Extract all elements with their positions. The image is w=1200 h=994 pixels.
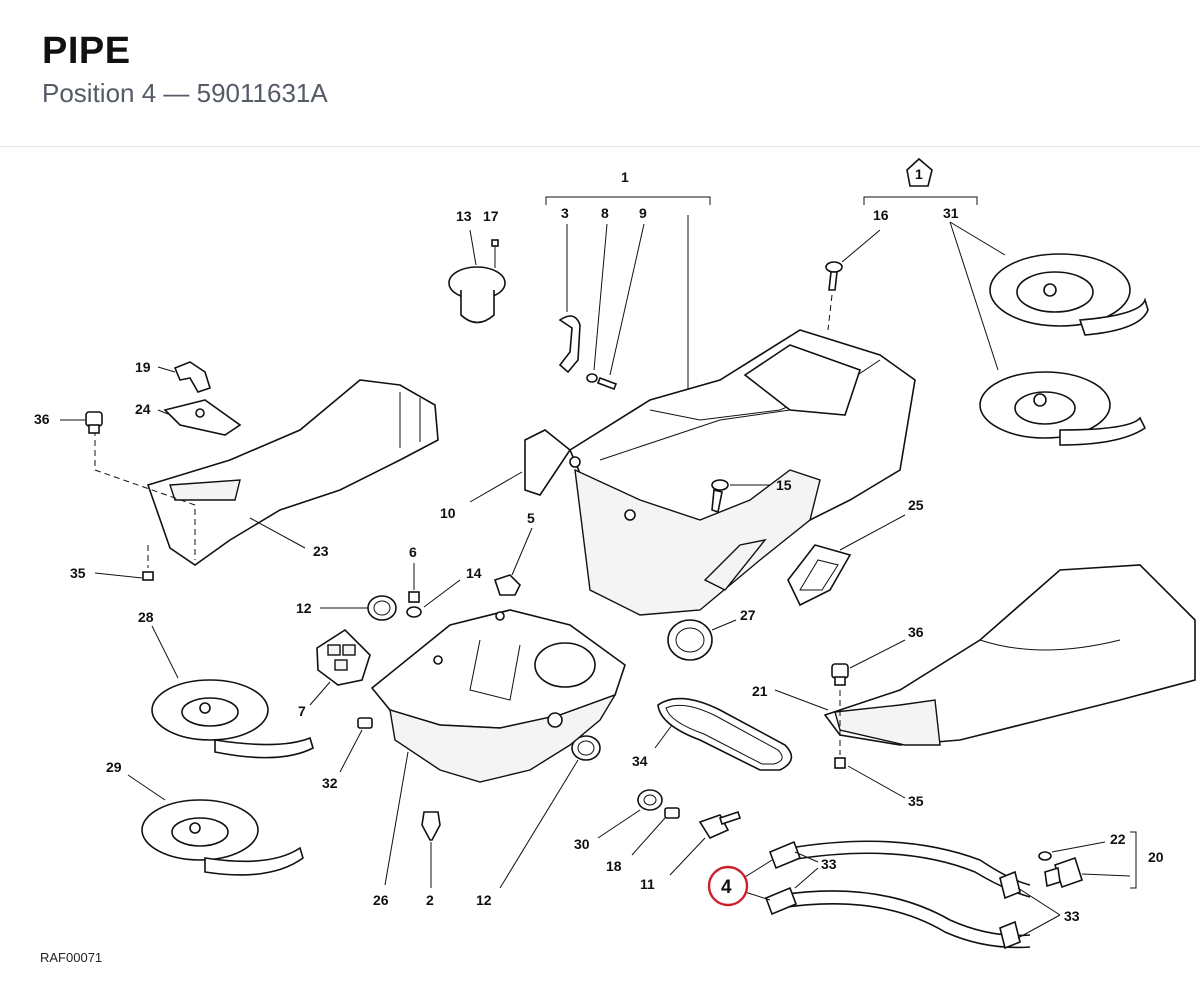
part-23-air-duct: 23 bbox=[94, 379, 439, 568]
page-header: PIPE Position 4 — 59011631A bbox=[0, 0, 1200, 147]
label-13[interactable]: 13 bbox=[456, 208, 472, 224]
label-33-lower[interactable]: 33 bbox=[1064, 908, 1080, 924]
label-36-right[interactable]: 36 bbox=[908, 624, 924, 640]
label-16[interactable]: 16 bbox=[873, 207, 889, 223]
part-29-seal: 29 bbox=[106, 759, 304, 876]
page-subtitle: Position 4 — 59011631A bbox=[42, 78, 328, 108]
page-title: PIPE bbox=[42, 30, 131, 72]
part-13-cap: 13 17 bbox=[448, 208, 506, 324]
part-15-screw: 15 bbox=[711, 477, 792, 514]
part-12-grommet-lower: 12 bbox=[476, 735, 601, 908]
label-7[interactable]: 7 bbox=[298, 703, 306, 719]
group-bracket-triangle-1: 1 bbox=[863, 157, 978, 205]
label-35-left[interactable]: 35 bbox=[70, 565, 86, 581]
label-21[interactable]: 21 bbox=[752, 683, 768, 699]
part-8-washer: 8 bbox=[586, 205, 609, 383]
label-20[interactable]: 20 bbox=[1148, 849, 1164, 865]
label-28[interactable]: 28 bbox=[138, 609, 154, 625]
label-23[interactable]: 23 bbox=[313, 543, 329, 559]
part-35-screw-left: 35 bbox=[70, 565, 154, 581]
label-9[interactable]: 9 bbox=[639, 205, 647, 221]
part-25-frame: 25 bbox=[787, 497, 924, 607]
label-30[interactable]: 30 bbox=[574, 836, 590, 852]
label-10[interactable]: 10 bbox=[440, 505, 456, 521]
part-7-filter: 7 bbox=[298, 628, 371, 719]
label-26[interactable]: 26 bbox=[373, 892, 389, 908]
label-32[interactable]: 32 bbox=[322, 775, 338, 791]
part-36-plug-left: 36 bbox=[34, 411, 103, 434]
part-35-screw-right: 35 bbox=[834, 757, 924, 809]
part-19-clip: 19 bbox=[135, 359, 211, 393]
part-6-fitting: 6 bbox=[408, 544, 420, 603]
part-3-bracket: 3 bbox=[558, 205, 581, 374]
label-4[interactable]: 4 bbox=[721, 877, 732, 898]
part-5-plug: 5 bbox=[493, 510, 535, 596]
triangle-marker-icon bbox=[906, 157, 933, 187]
label-18[interactable]: 18 bbox=[606, 858, 622, 874]
label-25[interactable]: 25 bbox=[908, 497, 924, 513]
part-16-screw: 16 bbox=[825, 207, 889, 331]
part-14-grommet: 14 bbox=[406, 565, 482, 618]
label-27[interactable]: 27 bbox=[740, 607, 756, 623]
part-2-cup: 2 bbox=[421, 811, 441, 908]
label-33-upper[interactable]: 33 bbox=[821, 856, 837, 872]
label-5[interactable]: 5 bbox=[527, 510, 535, 526]
part-31-seal-lower bbox=[979, 371, 1147, 446]
label-36-left[interactable]: 36 bbox=[34, 411, 50, 427]
part-4-highlight-marker[interactable]: 4 bbox=[707, 859, 773, 907]
part-27-ring: 27 bbox=[667, 607, 756, 661]
exploded-parts-diagram: 1 1 13 17 3 8 9 bbox=[34, 157, 1196, 950]
label-34[interactable]: 34 bbox=[632, 753, 648, 769]
label-29[interactable]: 29 bbox=[106, 759, 122, 775]
label-15[interactable]: 15 bbox=[776, 477, 792, 493]
label-8[interactable]: 8 bbox=[601, 205, 609, 221]
label-12-upper[interactable]: 12 bbox=[296, 600, 312, 616]
label-1[interactable]: 1 bbox=[621, 169, 629, 185]
part-36-plug-right: 36 bbox=[831, 624, 924, 755]
diagram-reference-code: RAF00071 bbox=[40, 950, 103, 965]
label-24[interactable]: 24 bbox=[135, 401, 151, 417]
part-33-clamps: 33 33 bbox=[794, 851, 1080, 939]
part-20-connector: 20 bbox=[1044, 831, 1164, 889]
part-21-duct-right: 21 bbox=[752, 564, 1196, 746]
label-31[interactable]: 31 bbox=[943, 205, 959, 221]
part-26-oil-pan: 26 bbox=[370, 609, 626, 908]
label-14[interactable]: 14 bbox=[466, 565, 482, 581]
label-12-lower[interactable]: 12 bbox=[476, 892, 492, 908]
part-4-pipe-assembly[interactable] bbox=[764, 840, 1031, 950]
part-24-plate: 24 bbox=[135, 399, 242, 436]
part-28-seal: 28 bbox=[138, 609, 314, 759]
part-12-grommet-upper: 12 bbox=[296, 595, 397, 621]
part-22-oring: 22 bbox=[1038, 831, 1126, 861]
group-bracket-1: 1 bbox=[545, 169, 711, 205]
part-9-screw: 9 bbox=[596, 205, 647, 391]
label-22[interactable]: 22 bbox=[1110, 831, 1126, 847]
label-1-triangle[interactable]: 1 bbox=[915, 166, 923, 182]
part-30-plug: 30 bbox=[574, 789, 663, 852]
label-35-right[interactable]: 35 bbox=[908, 793, 924, 809]
label-17[interactable]: 17 bbox=[483, 208, 499, 224]
label-19[interactable]: 19 bbox=[135, 359, 151, 375]
main-frame-assembly: 10 bbox=[440, 329, 916, 616]
part-31-seal-upper: 31 bbox=[943, 205, 1149, 371]
label-6[interactable]: 6 bbox=[409, 544, 417, 560]
label-11[interactable]: 11 bbox=[640, 876, 655, 892]
part-18-fitting: 18 bbox=[606, 807, 680, 874]
label-2[interactable]: 2 bbox=[426, 892, 434, 908]
label-3[interactable]: 3 bbox=[561, 205, 569, 221]
part-11-sensor: 11 bbox=[640, 810, 742, 892]
part-34-belt: 34 bbox=[632, 697, 793, 771]
part-32-plug: 32 bbox=[322, 717, 373, 791]
